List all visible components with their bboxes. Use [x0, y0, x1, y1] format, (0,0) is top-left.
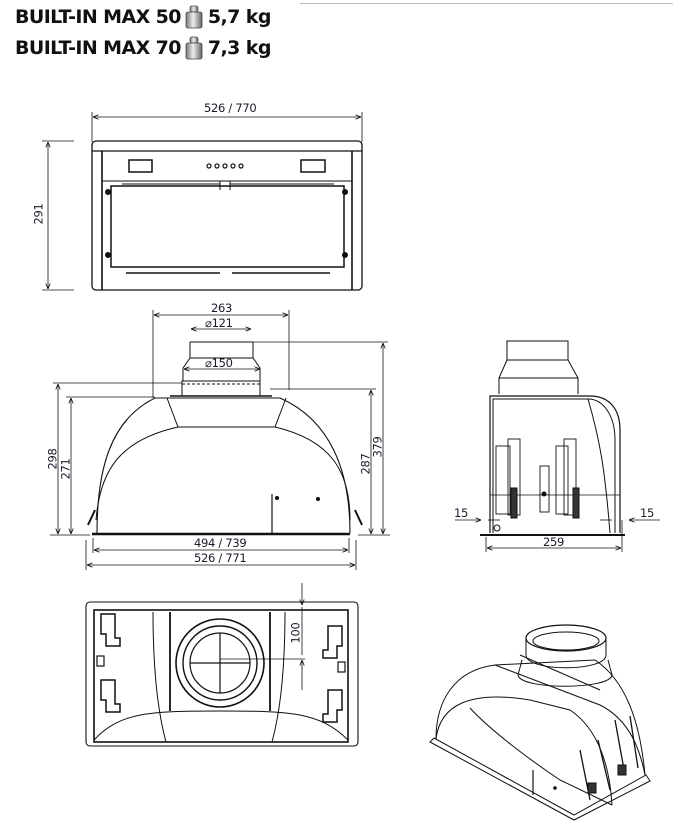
dim-height-379: 379 — [370, 436, 385, 458]
weight-icon — [185, 36, 203, 60]
top-divider — [300, 3, 673, 4]
plan-view — [85, 583, 359, 747]
dim-front-width: 526 / 770 — [204, 101, 257, 115]
dim-height-271: 271 — [58, 458, 73, 480]
dim-depth: 259 — [543, 535, 565, 549]
dim-top-width: 263 — [211, 301, 233, 315]
weight-icon — [185, 5, 203, 29]
dim-front-height: 291 — [31, 203, 46, 225]
model-row-max-50: BUILT-IN MAX 50 5,7 kg — [15, 5, 271, 29]
model-weight: 5,7 kg — [207, 6, 272, 28]
dim-inner-width: 494 / 739 — [194, 536, 247, 550]
side-elevation-view — [50, 310, 390, 570]
model-name: BUILT-IN MAX 50 — [15, 6, 182, 28]
dim-outer-width: 526 / 771 — [194, 551, 247, 565]
dim-right-margin: 15 — [640, 506, 655, 520]
front-view — [42, 112, 363, 291]
profile-view — [455, 340, 660, 552]
dim-left-margin: 15 — [454, 506, 469, 520]
model-row-max-70: BUILT-IN MAX 70 7,3 kg — [15, 36, 271, 60]
model-name: BUILT-IN MAX 70 — [15, 37, 182, 59]
model-weight: 7,3 kg — [207, 37, 272, 59]
isometric-view — [429, 624, 651, 821]
dim-duct-121: ⌀121 — [205, 316, 233, 330]
dim-plan-offset: 100 — [288, 622, 303, 644]
dim-height-298: 298 — [45, 448, 60, 470]
dim-duct-150: ⌀150 — [205, 356, 233, 370]
